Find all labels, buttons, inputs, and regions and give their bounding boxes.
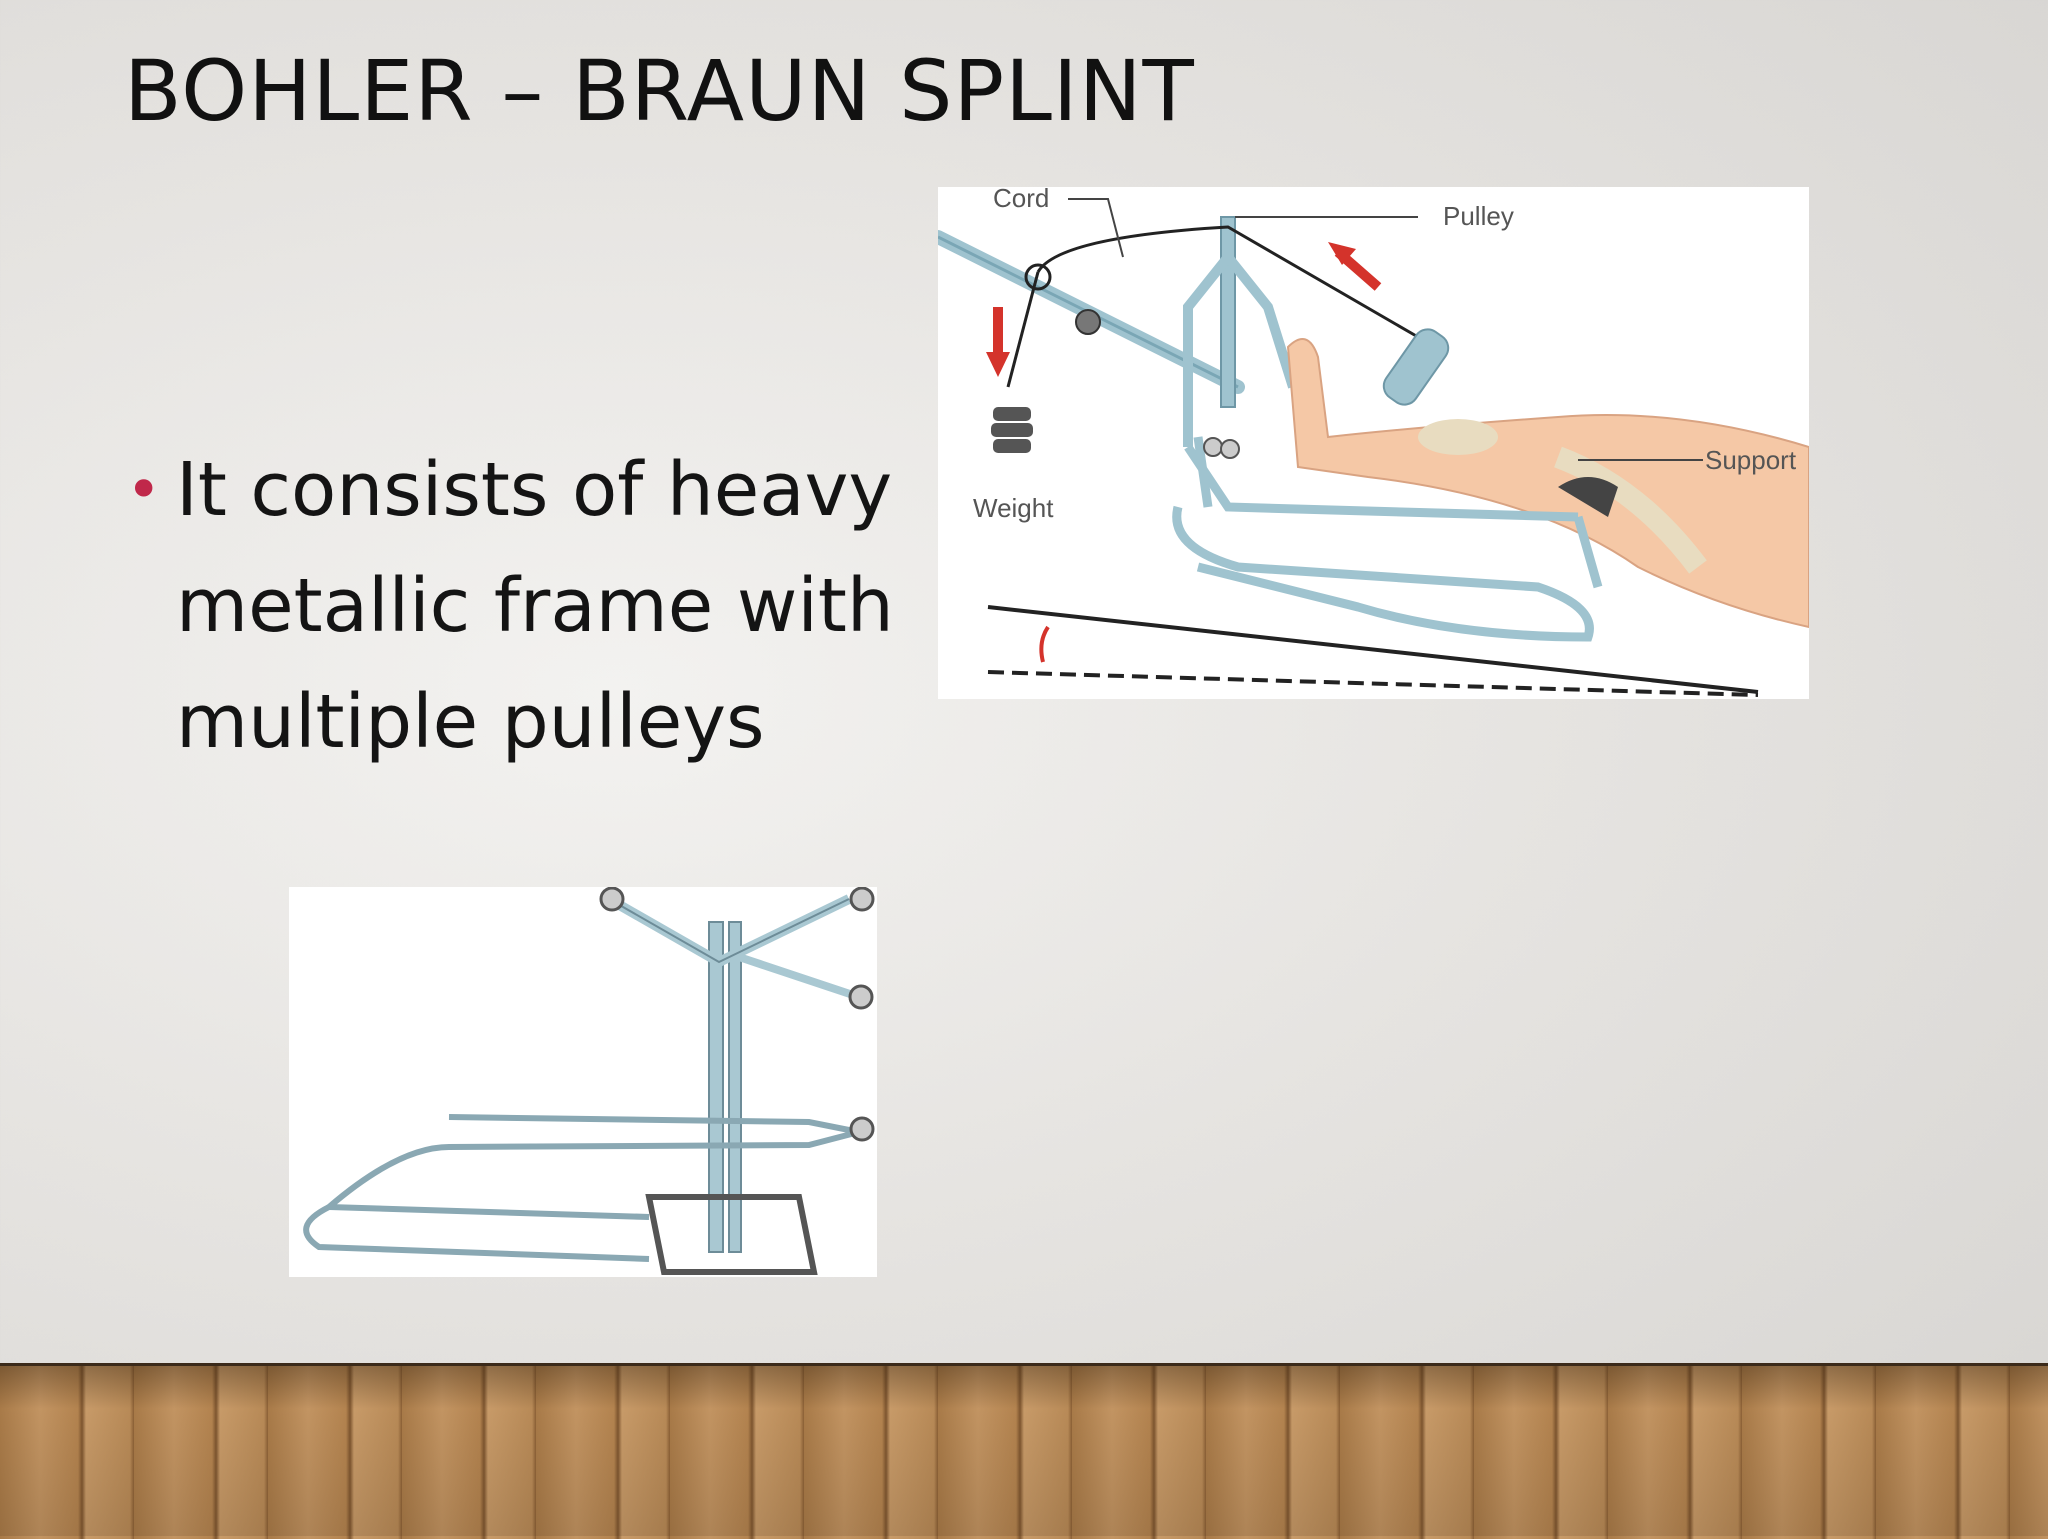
cord-label: Cord [993, 187, 1049, 213]
bullet-list: • It consists of heavy metallic frame wi… [126, 432, 894, 780]
pulley-label: Pulley [1443, 201, 1514, 231]
weight-label: Weight [973, 493, 1054, 523]
bullet-dot-icon: • [126, 455, 162, 525]
splint-frame-image [289, 887, 877, 1277]
traction-diagram-image: Cord Pulley Weight Support [938, 187, 1809, 699]
bullet-line: metallic frame with [176, 563, 894, 649]
wood-floor-decoration [0, 1363, 2048, 1539]
bullet-item: It consists of heavy metallic frame with… [176, 432, 894, 780]
support-label: Support [1705, 445, 1797, 475]
slide-title: BOHLER – BRAUN SPLINT [124, 42, 1195, 140]
floor-shadow [0, 1366, 2048, 1536]
bullet-line: multiple pulleys [176, 679, 765, 765]
bullet-line: It consists of heavy [176, 447, 893, 533]
